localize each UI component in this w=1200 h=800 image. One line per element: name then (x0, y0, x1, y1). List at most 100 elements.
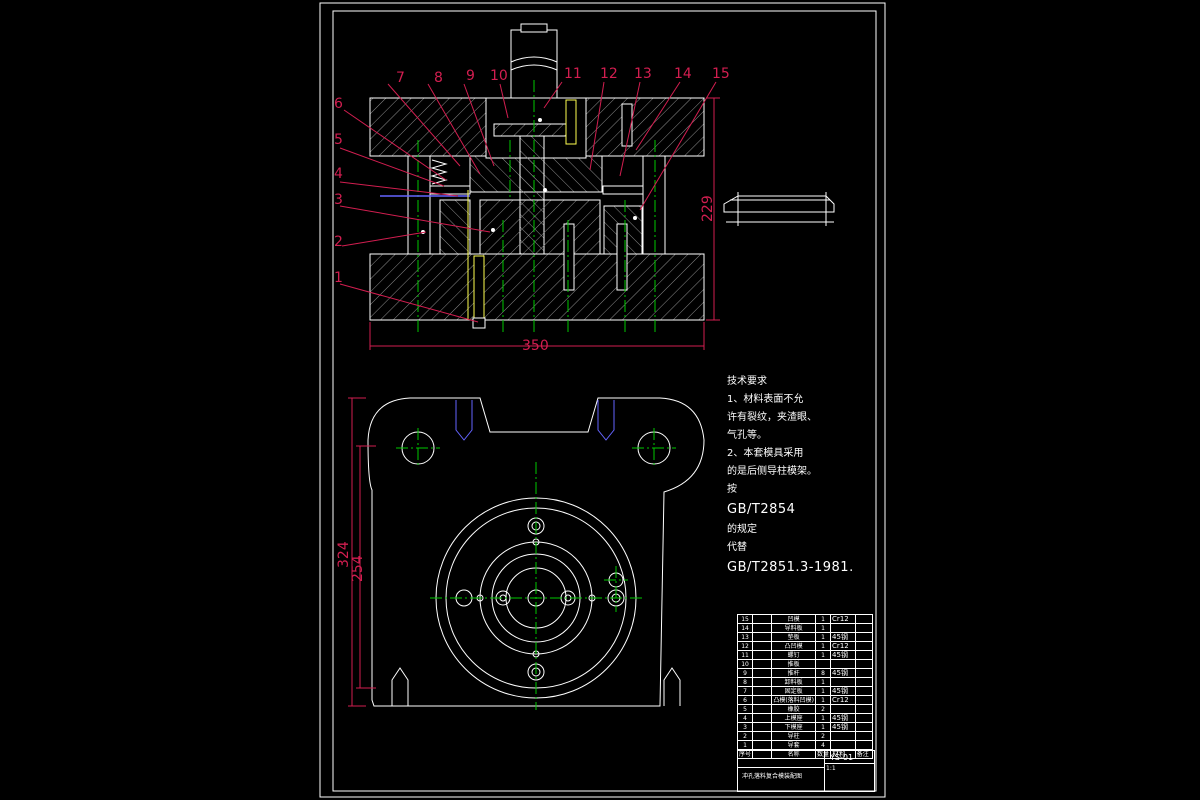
title-block: YS-01 1:1 冲孔落料复合模装配图 (737, 750, 875, 792)
bom-cell-no: 8 (736, 677, 754, 687)
part-label-14: 14 (674, 66, 692, 82)
bom-cell-mat: Cr12 (830, 695, 856, 705)
bom-cell-no: 5 (736, 704, 754, 714)
bom-cell-code (752, 623, 773, 633)
bom-cell-qty: 1 (815, 614, 832, 624)
tech-line: 许有裂纹，夹渣眼、 (727, 412, 817, 423)
bom-cell-no: 11 (736, 650, 754, 660)
bom-cell-code (752, 659, 773, 669)
dim-height-front: 229 (700, 195, 716, 222)
bom-cell-mat: Cr12 (830, 641, 856, 651)
tech-line: 的是后侧导柱模架。 (727, 466, 817, 477)
bom-cell-note (854, 686, 874, 696)
front-centerlines (417, 80, 656, 334)
bom-cell-name: 垫板 (771, 632, 817, 642)
bom-cell-note (854, 704, 874, 714)
bom-cell-name: 下模座 (771, 722, 817, 732)
bom-cell-mat: 45钢 (830, 722, 856, 732)
bom-cell-no: 3 (736, 722, 754, 732)
bom-cell-note (854, 713, 874, 723)
drawing-scale: 1:1 (826, 765, 836, 772)
bom-cell-name: 固定板 (771, 686, 817, 696)
bom-cell-note (854, 740, 874, 750)
bom-cell-no: 15 (736, 614, 754, 624)
part-leaders (339, 81, 717, 323)
part-label-9: 9 (466, 68, 475, 84)
bom-cell-mat: 45钢 (830, 650, 856, 660)
plan-centerlines (396, 428, 676, 710)
bom-cell-qty (815, 659, 832, 669)
bom-cell-code (752, 740, 773, 750)
sheet-outer-border (319, 2, 886, 798)
bom-cell-code (752, 731, 773, 741)
bom-cell-mat: 45钢 (830, 713, 856, 723)
bom-cell-no: 9 (736, 668, 754, 678)
drawing-number: YS-01 (830, 753, 854, 762)
part-label-4: 4 (334, 166, 343, 182)
bom-cell-qty: 1 (815, 722, 832, 732)
drawing-name: 冲孔落料复合模装配图 (742, 773, 803, 780)
part-label-5: 5 (334, 132, 343, 148)
bom-cell-mat (830, 731, 856, 741)
bom-cell-code (752, 695, 773, 705)
bom-cell-qty: 1 (815, 686, 832, 696)
bom-cell-qty: 4 (815, 740, 832, 750)
bom-cell-qty: 8 (815, 668, 832, 678)
bom-cell-note (854, 632, 874, 642)
bom-cell-code (752, 677, 773, 687)
bom-cell-code (752, 704, 773, 714)
bom-cell-name: 凹模 (771, 614, 817, 624)
bom-cell-no: 6 (736, 695, 754, 705)
bom-cell-mat: 45钢 (830, 632, 856, 642)
bom-cell-name: 推杆 (771, 668, 817, 678)
bom-cell-code (752, 686, 773, 696)
tech-line: 按 (727, 484, 737, 495)
bom-cell-mat: Cr12 (830, 614, 856, 624)
bom-cell-mat (830, 740, 856, 750)
plan-corner-posts (391, 667, 681, 706)
bom-cell-qty: 1 (815, 623, 832, 633)
bom-cell-code (752, 632, 773, 642)
workpiece-sketch (723, 192, 835, 226)
bom-cell-name: 螺钉 (771, 650, 817, 660)
bom-cell-qty: 1 (815, 641, 832, 651)
bom-cell-mat: 45钢 (830, 686, 856, 696)
bom-cell-no: 13 (736, 632, 754, 642)
bom-cell-mat (830, 659, 856, 669)
bom-cell-code (752, 614, 773, 624)
bom-cell-qty: 2 (815, 704, 832, 714)
part-label-7: 7 (396, 70, 405, 86)
bom-cell-name: 卸料板 (771, 677, 817, 687)
front-dimensions (369, 97, 720, 350)
bom-cell-qty: 1 (815, 632, 832, 642)
bom-cell-note (854, 623, 874, 633)
bom-cell-code (752, 641, 773, 651)
bom-cell-no: 12 (736, 641, 754, 651)
bom-cell-qty: 1 (815, 650, 832, 660)
part-label-11: 11 (564, 66, 582, 82)
part-label-1: 1 (334, 270, 343, 286)
tech-line: 的规定 (727, 524, 757, 535)
bom-cell-name: 导料板 (771, 623, 817, 633)
bom-cell-mat (830, 623, 856, 633)
bom-cell-name: 推板 (771, 659, 817, 669)
bom-cell-code (752, 722, 773, 732)
bom-cell-no: 4 (736, 713, 754, 723)
bom-cell-mat: 45钢 (830, 668, 856, 678)
bom-cell-note (854, 722, 874, 732)
dim-width-front: 350 (522, 338, 549, 354)
bom-cell-no: 14 (736, 623, 754, 633)
tech-line: 气孔等。 (727, 430, 767, 441)
part-label-12: 12 (600, 66, 618, 82)
